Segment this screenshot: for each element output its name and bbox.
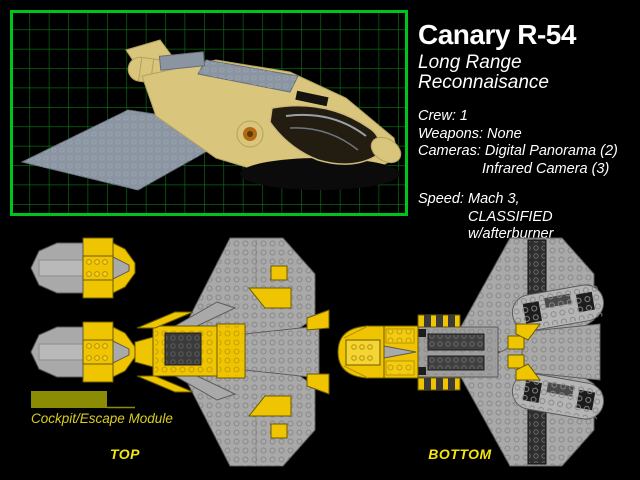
spec-weapons: Weapons: None: [418, 125, 522, 142]
subtitle-line-2: Reconnaisance: [418, 72, 549, 94]
page-title: Canary R-54: [418, 19, 576, 50]
model-photo: [10, 10, 408, 216]
top-view-label: TOP: [109, 446, 141, 462]
subtitle: Long Range Reconnaisance: [418, 53, 638, 92]
speed-line-1: Speed: Mach 3,: [418, 191, 520, 208]
info-block: Canary R-54 Long Range Reconnaisance Cre…: [418, 20, 638, 244]
spec-cameras: Cameras: Digital Panorama (2): [418, 143, 618, 160]
top-view-diagram: [30, 237, 330, 467]
spec-list: Crew: 1 Weapons: None Cameras: Digital P…: [418, 108, 638, 178]
legend-swatch: [31, 391, 135, 409]
lower-nacelle: [511, 372, 605, 420]
bottom-view-diagram: [337, 237, 605, 467]
legend-label: Cockpit/Escape Module: [31, 411, 173, 426]
escape-module-drawing: [30, 237, 136, 299]
top-view-ship: [30, 237, 330, 467]
subtitle-line-1: Long Range: [418, 52, 522, 74]
bottom-view-ship: [337, 237, 605, 467]
spec-cameras-2: Infrared Camera (3): [482, 160, 610, 177]
lego-jet-photo: [20, 39, 402, 191]
grid-border: [10, 10, 408, 216]
bottom-view-label: BOTTOM: [428, 446, 492, 462]
spec-crew: Crew: 1: [418, 108, 468, 125]
upper-nacelle: [511, 284, 605, 332]
model-photo-panel: [10, 10, 408, 216]
